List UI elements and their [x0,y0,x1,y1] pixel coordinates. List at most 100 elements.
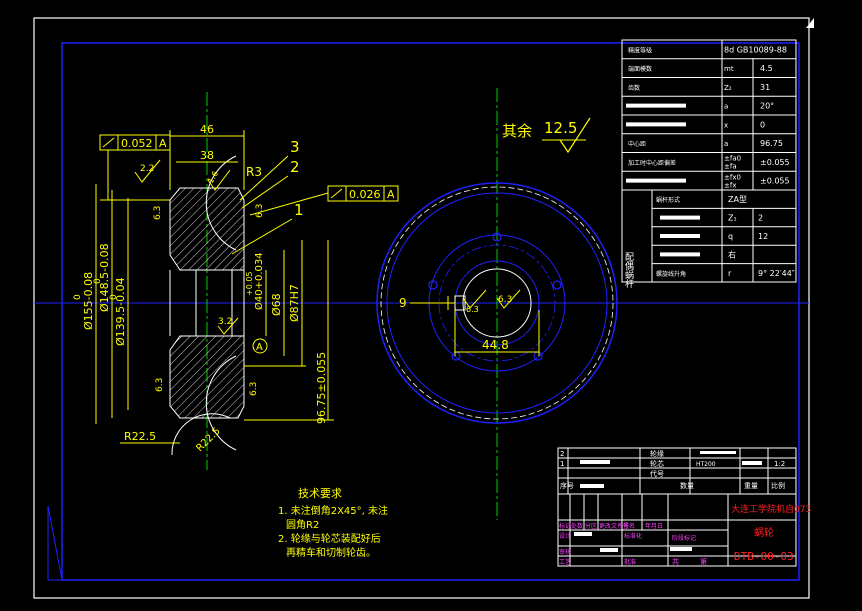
row2-name: 轮芯 [650,459,664,468]
dim-d68: Ø68 [270,293,283,316]
runout-icon [102,137,115,148]
mating-value-1: 2 [758,214,763,223]
front-roughness-6-3: 6.3 [466,305,479,314]
mating-symbol-2: q [728,232,733,241]
mating-blank-1 [660,215,700,220]
param-symbol-1-0: mt [724,65,734,73]
param-label-2: 齿数 [628,84,640,92]
code-label: 代号 [650,469,664,478]
dim-r22-5-b: R22.5 [194,426,222,454]
roughness-2-2: 2.2 [140,164,154,174]
mating-symbol-4: r [728,269,732,278]
notes-line-3: 2. 轮缘与轮芯装配好后 [278,532,381,545]
runout-icon-2 [330,188,343,199]
corner-mark-right [806,18,814,28]
drawing-number: DTB-00-03 [734,550,794,563]
dim-d40: Ø40+0.034 [253,252,265,310]
weight-label: 重量 [744,482,758,490]
corner-mark-left [47,505,63,581]
roughness-6-3-c: 6.3 [155,378,165,392]
param-value-7: ±0.055 [760,177,790,186]
sheet-total: 共 [672,557,679,566]
row2-mat: HT200 [696,461,716,468]
row1-name: 轮缘 [650,449,664,458]
param-value-6: ±0.055 [760,158,790,167]
notes-line-1: 1. 未注倒角2X45°, 未注 [278,504,388,517]
mating-symbol-1: Z₁ [728,214,737,223]
front-roughness-6-3-b: 6.3 [498,295,512,305]
roughness-6-3-b: 6.3 [255,204,265,218]
dim-d139-upper: 0 [109,294,119,300]
r3-label: R3 [246,165,262,179]
scale-value: 1:2 [774,460,785,468]
roughness-1-6: 1.6 [206,169,220,185]
mating-value-4: 9° 22′44″ [758,269,795,278]
dim-96-75: 96.75±0.055 [315,352,328,424]
pitch-circle [380,186,614,420]
param-symbol-7-1: ±fx [724,181,736,189]
approve-label: 批准 [624,558,636,566]
dim-38: 38 [200,149,214,162]
tol-2-datum: A [387,188,395,201]
date-label: 年月日 [645,522,663,530]
notes-title: 技术要求 [298,487,342,500]
technical-notes: 技术要求 1. 未注倒角2X45°, 未注 圆角R2 2. 轮缘与轮芯装配好后 … [278,487,388,559]
dim-d148: Ø148.5-0.08 [98,243,111,312]
bore-circle [462,268,532,338]
dim-d87: Ø87H7 [288,284,301,322]
param-symbol-0-0: 8d GB10089-88 [724,45,787,54]
standard-label: 标准化 [624,532,642,540]
tol-2-value: 0.026 [349,188,381,201]
mating-symbol-3: 右 [728,249,736,259]
param-value-2: 31 [760,83,770,92]
school-name: 大连工学院机自073 [731,503,811,515]
mating-blank-2 [660,234,700,238]
remark-label: 其余 [502,122,532,140]
checker-label: 审核 [559,548,571,556]
root-circle [386,192,608,414]
remark-roughness: 12.5 [544,119,577,137]
mating-value-2: 12 [758,232,768,241]
change-label: 更改文件号 [599,522,629,530]
notes-line-4: 再精车和切制轮齿。 [286,546,376,559]
outer-frame [33,17,810,599]
process-label: 工艺 [559,558,571,566]
param-blank-3 [626,103,686,108]
mating-title: 配偶蜗杆 [623,252,634,289]
param-value-1: 4.5 [760,64,773,73]
count-label: 处数 [571,522,583,530]
inner-frame [61,42,800,581]
param-symbol-6-1: ±fa [724,163,737,171]
dim-d148-upper: 0 [93,278,103,284]
part-name: 蜗轮 [754,526,774,539]
sign-label: 签名 [623,522,635,530]
roughness-6-3-a: 6.3 [153,206,163,220]
dim-d139: Ø139.5-0.04 [114,277,127,346]
mating-symbol-0: ZA型 [728,195,747,204]
row1-no: 2 [560,450,564,458]
datum-a-label: A [256,342,263,353]
leader-2: 2 [290,158,300,176]
datum-a-circle [252,338,268,354]
leader-1: 1 [294,201,304,219]
outer-circle [376,182,618,424]
param-blank-7 [626,178,686,183]
param-symbol-4-0: x [724,121,728,129]
lower-rim-section [169,335,245,419]
param-symbol-5-0: a [724,140,728,148]
param-value-4: 0 [760,120,765,129]
dim-d155: Ø155-0.08 [82,272,95,330]
scale-label: 比例 [771,481,785,490]
mating-label-0: 蜗杆形式 [656,196,680,204]
section-view: 0.052 A 0.026 A 46 38 R3 3 2 1 2.2 1.6 6… [73,123,399,456]
leader-3: 3 [290,138,300,156]
param-symbol-7-0: ±fx0 [724,173,741,181]
dim-d155-upper: 0 [73,294,83,300]
roughness-3-2: 3.2 [218,317,232,327]
zone-label: 分区 [585,522,597,530]
row2-no: 1 [560,460,564,468]
designer-label: 设计 [559,532,571,540]
dim-r22-5: R22.5 [124,430,156,443]
